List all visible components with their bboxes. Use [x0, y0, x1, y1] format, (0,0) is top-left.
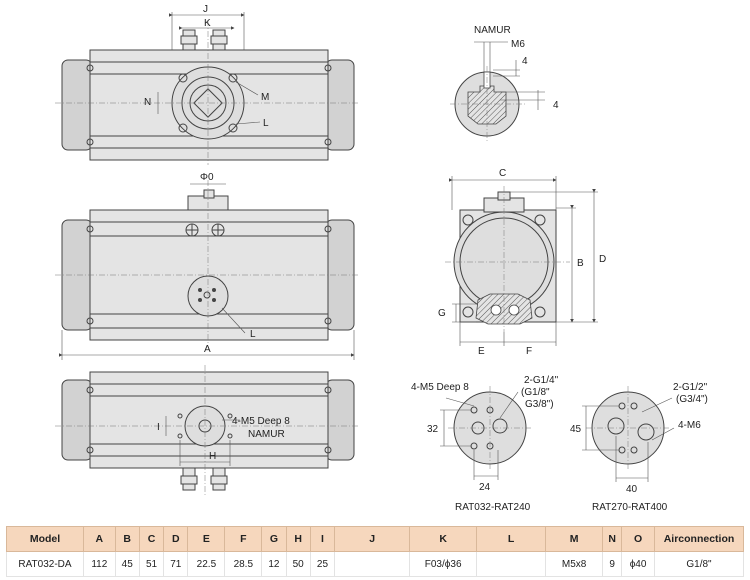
port-small-g38-label: G3/8") [525, 399, 554, 410]
port-large-dim-40: 40 [626, 484, 638, 495]
cell-f: 28.5 [224, 551, 263, 577]
col-header-b: B [114, 526, 140, 552]
port-small-4m5-label: 4-M5 Deep 8 [411, 382, 469, 393]
namur-title: NAMUR [474, 25, 511, 36]
port-large-caption: RAT270-RAT400 [592, 502, 668, 513]
col-header-h: H [285, 526, 311, 552]
cell-g: 12 [261, 551, 287, 577]
cell-l [476, 551, 547, 577]
col-header-o: O [621, 526, 655, 552]
dim-label-b: B [577, 258, 584, 269]
col-header-a: A [83, 526, 116, 552]
dim-label-d: D [599, 254, 606, 265]
namur-dim-4-width: 4 [522, 56, 528, 67]
port-small-dim-32: 32 [427, 424, 439, 435]
dim-label-l-side: L [250, 329, 256, 340]
cell-m: M5x8 [545, 551, 604, 577]
col-header-l: L [476, 526, 547, 552]
cell-c: 51 [138, 551, 165, 577]
cell-model: RAT032-DA [6, 551, 84, 577]
dim-label-n: N [144, 97, 151, 108]
namur-dim-4-depth: 4 [553, 100, 559, 111]
technical-drawing: J K M N L NAMUR M6 4 4 [55, 4, 708, 513]
port-large-dim-45: 45 [570, 424, 582, 435]
col-header-c: C [138, 526, 165, 552]
dim-label-g: G [438, 308, 446, 319]
dim-label-h: H [209, 451, 216, 462]
cell-i: 25 [309, 551, 336, 577]
cell-b: 45 [114, 551, 140, 577]
table-row: RAT032-DA 112 45 51 71 22.5 28.5 12 50 2… [6, 551, 744, 577]
col-header-j: J [334, 526, 411, 552]
port-small-dim-24: 24 [479, 482, 491, 493]
dim-label-j: J [203, 4, 208, 15]
end-view [445, 176, 598, 346]
cell-o: ϕ40 [621, 551, 655, 577]
side-view [55, 180, 360, 360]
cell-d: 71 [163, 551, 189, 577]
col-header-f: F [224, 526, 263, 552]
cell-e: 22.5 [187, 551, 226, 577]
col-header-k: K [409, 526, 478, 552]
namur-detail [450, 41, 545, 142]
dim-label-k: K [204, 18, 211, 29]
col-header-n: N [602, 526, 623, 552]
dim-label-f: F [526, 346, 532, 357]
port-detail-small [440, 386, 532, 480]
port-small-g14-label: 2-G1/4" [524, 375, 559, 386]
bottom-namur-label: NAMUR [248, 429, 285, 440]
specification-table: Model A B C D E F G H I J K L M N O Airc… [6, 526, 744, 577]
cell-n: 9 [602, 551, 623, 577]
dim-label-i: I [157, 422, 160, 433]
col-header-model: Model [6, 526, 84, 552]
top-view [55, 12, 360, 165]
cell-k: F03/ϕ36 [409, 551, 478, 577]
port-detail-large [582, 386, 675, 482]
col-header-i: I [309, 526, 336, 552]
dim-label-e: E [478, 346, 485, 357]
bottom-4m5-label: 4-M5 Deep 8 [232, 416, 290, 427]
col-header-g: G [261, 526, 287, 552]
cell-airconnection: G1/8" [654, 551, 744, 577]
port-small-g18-label: (G1/8" [521, 387, 550, 398]
cell-j [334, 551, 411, 577]
port-large-g12-label: 2-G1/2" [673, 382, 708, 393]
col-header-m: M [545, 526, 604, 552]
port-large-4m6-label: 4-M6 [678, 420, 701, 431]
cell-h: 50 [285, 551, 311, 577]
cell-a: 112 [83, 551, 116, 577]
dim-label-l-top: L [263, 118, 269, 129]
dim-label-c: C [499, 168, 506, 179]
col-header-d: D [163, 526, 189, 552]
bottom-view [55, 365, 360, 495]
col-header-e: E [187, 526, 226, 552]
dim-label-m: M [261, 92, 269, 103]
col-header-airconnection: Airconnection [654, 526, 744, 552]
port-large-g34-label: (G3/4") [676, 394, 708, 405]
dim-label-phi0: Φ0 [200, 172, 214, 183]
dim-label-a: A [204, 344, 211, 355]
port-small-caption: RAT032-RAT240 [455, 502, 531, 513]
namur-m6-label: M6 [511, 39, 525, 50]
spec-header-row: Model A B C D E F G H I J K L M N O Airc… [6, 526, 744, 552]
